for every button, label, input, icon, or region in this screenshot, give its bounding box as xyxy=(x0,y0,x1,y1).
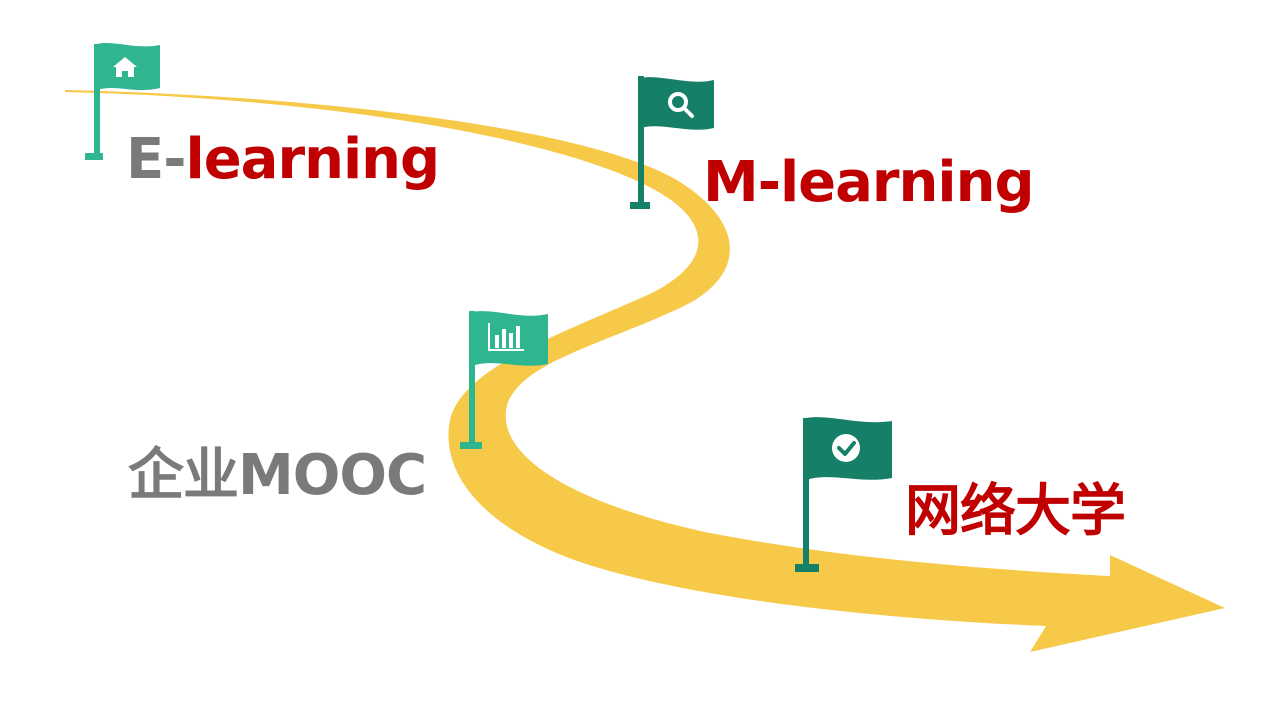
check-circle-icon xyxy=(832,434,860,462)
search-icon xyxy=(668,92,694,118)
milestone-label: learning xyxy=(185,127,441,192)
milestone-e-learning: E-learning xyxy=(126,132,440,188)
home-icon xyxy=(113,57,137,77)
bar-chart-icon xyxy=(488,323,524,351)
flag-m-learning xyxy=(630,76,714,209)
flag-e-learning xyxy=(85,43,160,160)
milestone-enterprise-mooc: 企业MOOC xyxy=(128,443,427,508)
milestone-prefix: E- xyxy=(126,127,186,192)
milestone-m-learning: M-learning xyxy=(703,150,1035,215)
flag-online-university xyxy=(795,417,892,572)
milestone-online-university: 网络大学 xyxy=(905,479,1126,544)
flag-enterprise-mooc xyxy=(460,311,548,449)
road-arrow xyxy=(65,90,1225,652)
